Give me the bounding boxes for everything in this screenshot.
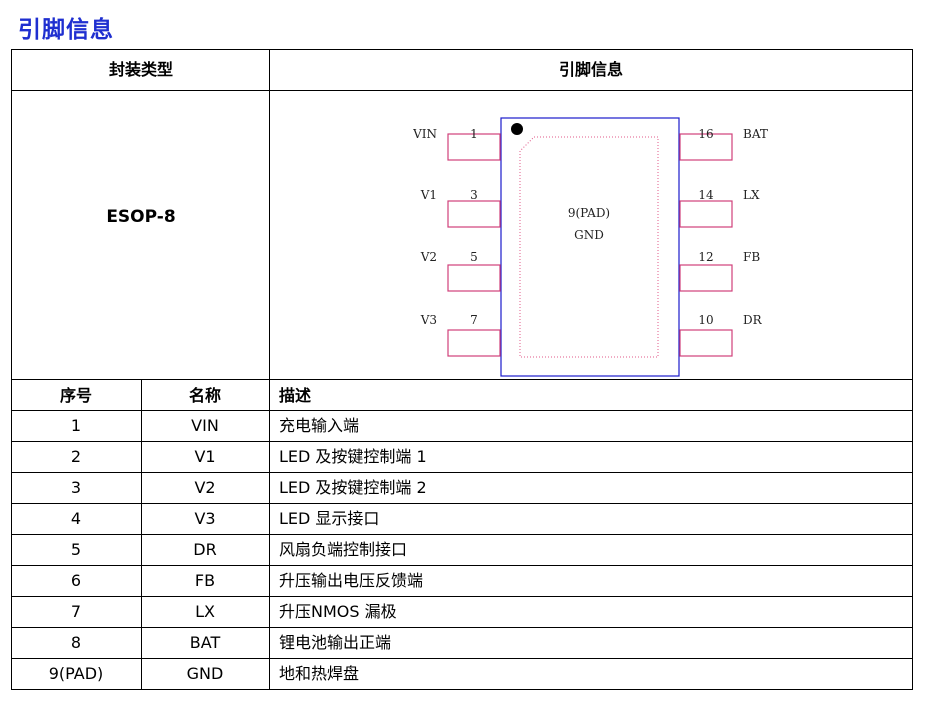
exposed-pad [519,136,659,358]
table-cell-number: 8 [70,633,82,652]
pad-label: 9(PAD) [568,206,610,220]
table-cell-number: 7 [70,602,82,621]
table-cell-name: BAT [189,633,221,652]
pin-pad-right [679,200,733,228]
table-rule [11,410,913,411]
pin-pad-right [679,329,733,357]
table-rule [11,441,913,442]
table-cell-description: LED 及按键控制端 1 [279,447,427,466]
pin-name: LX [743,188,760,202]
pin-number: 12 [698,250,713,264]
table-cell-number: 2 [70,447,82,466]
pin-number: 1 [470,127,478,141]
pin-number: 3 [470,188,478,202]
col-header-number: 序号 [59,386,93,405]
table-rule [11,658,913,659]
table-cell-name: V1 [194,447,216,466]
pin-name: VIN [412,127,437,141]
pin-name: BAT [743,127,768,141]
table-cell-number: 5 [70,540,82,559]
table-rule [11,627,913,628]
table-cell-description: 充电输入端 [279,416,360,435]
pin-pad-left [447,200,501,228]
table-cell-name: GND [186,664,224,683]
pin-pad-right [679,133,733,161]
header-pin-info: 引脚信息 [558,60,624,79]
table-cell-name: FB [194,571,216,590]
pin-name: DR [743,313,763,327]
pin-name: V1 [420,188,437,202]
table-rule [11,472,913,473]
table-rule [11,565,913,566]
pin-info-table [11,49,913,690]
table-cell-number: 3 [70,478,82,497]
pin-name: V3 [420,313,437,327]
table-cell-number: 4 [70,509,82,528]
table-cell-description: 升压输出电压反馈端 [279,571,424,590]
table-cell-name: DR [193,540,217,559]
table-cell-name: LX [195,602,215,621]
chip-body [500,117,680,377]
table-rule [269,49,270,690]
col-header-description: 描述 [279,386,312,405]
table-rule [141,379,142,690]
pad-name: GND [574,228,604,242]
table-rule [11,596,913,597]
table-cell-description: LED 显示接口 [279,509,380,528]
table-cell-description: 风扇负端控制接口 [279,540,408,559]
pin-pad-left [447,264,501,292]
table-cell-name: V3 [194,509,216,528]
table-rule [11,379,913,380]
table-rule [11,503,913,504]
package-name: ESOP-8 [106,207,176,227]
table-cell-number: 6 [70,571,82,590]
pin1-marker-icon [511,123,523,135]
pin-number: 16 [698,127,713,141]
table-cell-number: 9(PAD) [48,664,104,683]
table-cell-name: V2 [194,478,216,497]
pin-number: 7 [470,313,478,327]
pin-pad-left [447,329,501,357]
table-cell-name: VIN [191,416,219,435]
table-cell-description: 升压NMOS 漏极 [279,602,397,621]
section-title: 引脚信息 [18,17,114,43]
table-rule [11,534,913,535]
pin-number: 5 [470,250,478,264]
table-cell-number: 1 [70,416,82,435]
pinout-diagram: VIN 1 V1 3 V2 5 V3 7 16 BAT 14 LX 12 FB … [412,117,768,377]
table-cell-description: 地和热焊盘 [279,664,360,683]
header-package-type: 封装类型 [108,60,174,79]
pin-name: V2 [420,250,437,264]
table-cell-description: 锂电池输出正端 [279,633,392,652]
table-cell-description: LED 及按键控制端 2 [279,478,427,497]
pin-number: 14 [698,188,714,202]
pin-pad-left [447,133,501,161]
table-rule [11,90,913,91]
pin-pad-right [679,264,733,292]
col-header-name: 名称 [188,386,222,405]
pin-number: 10 [698,313,713,327]
pin-name: FB [743,250,760,264]
